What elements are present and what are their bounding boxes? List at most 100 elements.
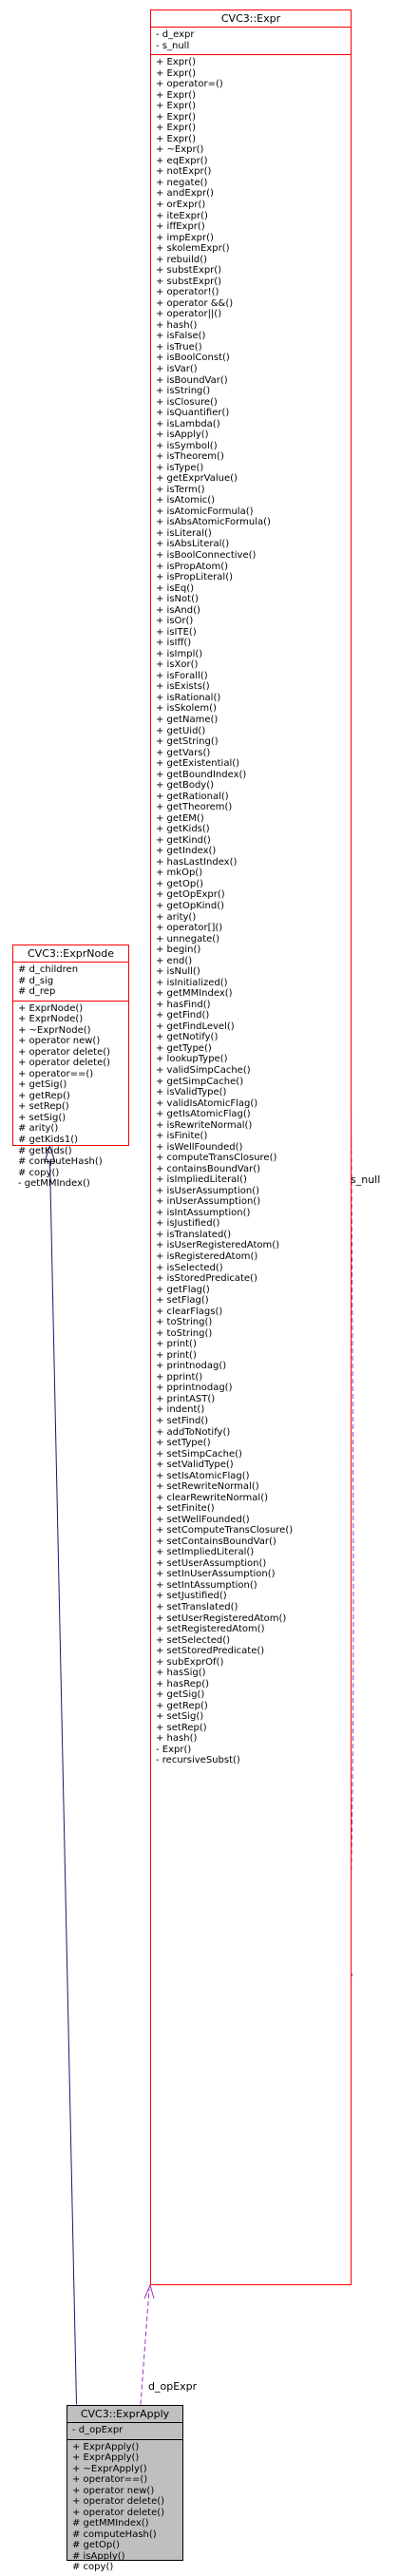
class-member: + operator delete() (18, 1058, 111, 1069)
usage-edge-d-opexpr-arrowhead (143, 2283, 155, 2299)
class-member: + print() (156, 1349, 197, 1361)
class-member: + getKind() (156, 834, 211, 846)
class-member: - getMMIndex() (18, 1178, 90, 1190)
class-member: + hasRep() (156, 1678, 210, 1689)
class-member: + getType() (156, 1042, 212, 1054)
class-member: + subExprOf() (156, 1656, 224, 1668)
class-expr[interactable]: CVC3::Expr - d_expr- s_null + Expr()+ Ex… (150, 10, 352, 2285)
class-member: # isApply() (72, 2550, 125, 2562)
class-member: # d_sig (18, 975, 54, 986)
class-member: + printnodag() (156, 1361, 227, 1372)
class-member: + getBoundIndex() (156, 769, 247, 780)
class-member: + operator||() (156, 309, 222, 320)
class-member: + computeTransClosure() (156, 1153, 277, 1164)
class-member: - s_null (156, 40, 190, 51)
s-null-edge-label: s_null (351, 1174, 381, 1186)
class-member: # copy() (18, 1167, 60, 1178)
class-member: + validIsAtomicFlag() (156, 1097, 258, 1109)
class-member: + isAtomic() (156, 495, 216, 506)
class-member: # getOp() (72, 2540, 120, 2551)
class-expr-operations: + Expr()+ Expr()+ operator=()+ Expr()+ E… (151, 55, 351, 1769)
class-member: + operator==() (72, 2474, 148, 2486)
class-member: + isOr() (156, 616, 194, 627)
class-member: + getFindLevel() (156, 1021, 235, 1032)
class-member: + setSimpCache() (156, 1448, 242, 1460)
class-member: + isPropAtom() (156, 561, 229, 572)
class-member: + getVars() (156, 747, 211, 758)
class-member: + isSelected() (156, 1262, 223, 1273)
class-member: + getSimpCache() (156, 1076, 244, 1087)
class-member: + pprintnodag() (156, 1383, 233, 1394)
class-member: + substExpr() (156, 276, 222, 287)
class-member: + ExprApply() (72, 2441, 140, 2452)
class-member: + setValidType() (156, 1460, 234, 1471)
class-member: + isLiteral() (156, 527, 212, 539)
class-member: + getRational() (156, 791, 229, 802)
class-member: + inUserAssumption() (156, 1196, 261, 1208)
class-exprnode[interactable]: CVC3::ExprNode # d_children# d_sig# d_re… (12, 945, 129, 1189)
class-member: + setType() (156, 1438, 211, 1449)
class-expr-title: CVC3::Expr (151, 10, 351, 28)
class-member: - Expr() (156, 1744, 192, 1755)
class-member: + isBoundVar() (156, 374, 228, 386)
class-member: + setFinite() (156, 1503, 215, 1515)
class-member: + isFalse() (156, 331, 206, 342)
class-member: + setIsAtomicFlag() (156, 1470, 250, 1481)
class-member: + toString() (156, 1317, 213, 1328)
class-member: + toString() (156, 1327, 213, 1339)
class-member: + getString() (156, 736, 219, 748)
class-member: + isAtomicFormula() (156, 506, 254, 517)
class-exprnode-title: CVC3::ExprNode (13, 945, 128, 963)
class-member: + isSymbol() (156, 440, 218, 451)
class-member: + operator new() (72, 2485, 155, 2496)
class-member: + ~Expr() (156, 144, 204, 156)
class-member: # copy() (72, 2562, 114, 2573)
class-member: + isIntAssumption() (156, 1207, 251, 1218)
class-member: + setRewriteNormal() (156, 1481, 259, 1493)
class-member: + printAST() (156, 1393, 216, 1404)
class-member: + hash() (156, 1733, 198, 1745)
class-member: + print() (156, 1339, 197, 1350)
class-member: + getIndex() (156, 846, 217, 857)
class-member: + operator=() (156, 79, 223, 90)
class-exprapply[interactable]: CVC3::ExprApply - d_opExpr + ExprApply()… (67, 2405, 183, 2572)
class-member: + impExpr() (156, 232, 214, 243)
class-member: + ~ExprApply() (72, 2463, 147, 2474)
class-member: + getEM() (156, 812, 204, 824)
class-member: + Expr() (156, 101, 197, 112)
class-member: + isClosure() (156, 396, 218, 408)
class-member: - d_expr (156, 29, 195, 40)
class-member: + setComputeTransClosure() (156, 1525, 294, 1536)
class-member: + Expr() (156, 57, 197, 68)
class-expr-attributes: - d_expr- s_null (151, 28, 351, 56)
class-member: + getKids() (156, 824, 210, 835)
class-member: + iteExpr() (156, 210, 208, 221)
class-member: + isImpliedLiteral() (156, 1174, 247, 1186)
class-member: - d_opExpr (72, 2425, 124, 2435)
class-member: + getExistential() (156, 758, 240, 770)
class-member: + clearFlags() (156, 1306, 223, 1317)
class-member: + getFlag() (156, 1284, 210, 1295)
class-member: + setImpliedLiteral() (156, 1547, 255, 1558)
class-member: + substExpr() (156, 265, 222, 277)
class-member: + iffExpr() (156, 221, 205, 233)
class-member: + getIsAtomicFlag() (156, 1109, 251, 1120)
class-member: + setUserAssumption() (156, 1557, 267, 1569)
class-member: + operator delete() (72, 2507, 165, 2518)
class-member: + isAbsLiteral() (156, 539, 230, 550)
class-member: + operator delete() (18, 1046, 111, 1058)
class-member: + getMMIndex() (156, 988, 233, 1000)
class-member: + indent() (156, 1404, 205, 1416)
class-member: + getOp() (156, 878, 203, 889)
class-member: + setSig() (18, 1112, 67, 1123)
class-member: + setStoredPredicate() (156, 1646, 265, 1657)
class-member: + isTheorem() (156, 451, 224, 463)
class-member: + setIntAssumption() (156, 1579, 257, 1591)
class-member: + setSig() (156, 1711, 204, 1723)
class-member: + isBoolConst() (156, 353, 230, 364)
class-member: + hash() (156, 319, 198, 331)
class-member: + notExpr() (156, 166, 212, 178)
class-member: + getFind() (156, 1010, 210, 1021)
class-member: + getSig() (156, 1689, 205, 1701)
class-member: + setTranslated() (156, 1602, 238, 1612)
